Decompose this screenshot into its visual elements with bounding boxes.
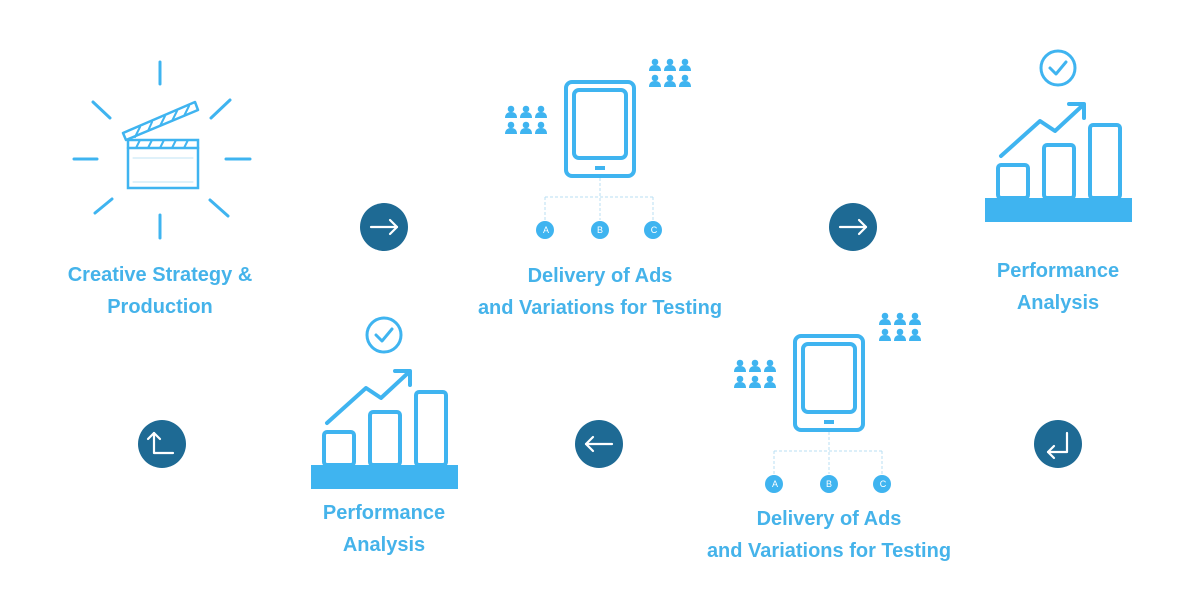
arrow-right-button[interactable]	[360, 203, 408, 251]
return-arrow-icon	[1046, 431, 1069, 460]
tablet-icon	[763, 334, 893, 495]
label-line: Performance	[996, 260, 1120, 282]
arrow-left-icon	[584, 435, 614, 453]
step-label-performance: Performance Analysis	[204, 497, 564, 561]
arrow-right-icon	[838, 218, 868, 236]
growth-chart-icon	[309, 316, 460, 491]
label-line: Creative Strategy &	[67, 264, 253, 286]
label-line: Delivery of Ads	[756, 508, 902, 530]
arrow-right-button[interactable]	[829, 203, 877, 251]
variant-b: B	[826, 479, 832, 489]
step-label-delivery: Delivery of Ads and Variations for Testi…	[649, 503, 1009, 567]
arrow-right-icon	[369, 218, 399, 236]
tablet-icon	[534, 80, 664, 241]
label-line: Analysis	[342, 534, 426, 556]
audience-group-icon	[734, 360, 776, 388]
arrow-up-corner-icon	[146, 431, 175, 455]
clapperboard-icon	[72, 60, 252, 240]
growth-chart-icon	[983, 49, 1134, 224]
step-label-delivery: Delivery of Ads and Variations for Testi…	[420, 260, 780, 324]
step-label-performance: Performance Analysis	[878, 255, 1200, 319]
arrow-up-corner-button[interactable]	[138, 420, 186, 468]
variant-c: C	[651, 225, 658, 235]
label-line: and Variations for Testing	[706, 540, 952, 562]
variant-a: A	[543, 225, 549, 235]
audience-group-icon	[505, 106, 547, 134]
label-line: Analysis	[1016, 292, 1100, 314]
label-line: Performance	[322, 502, 446, 524]
return-arrow-button[interactable]	[1034, 420, 1082, 468]
variant-a: A	[772, 479, 778, 489]
arrow-left-button[interactable]	[575, 420, 623, 468]
step-label-creative-strategy: Creative Strategy & Production	[0, 259, 340, 323]
variant-b: B	[597, 225, 603, 235]
label-line: and Variations for Testing	[477, 297, 723, 319]
label-line: Delivery of Ads	[527, 265, 673, 287]
audience-group-icon	[649, 59, 691, 87]
variant-c: C	[880, 479, 887, 489]
label-line: Production	[107, 296, 213, 318]
